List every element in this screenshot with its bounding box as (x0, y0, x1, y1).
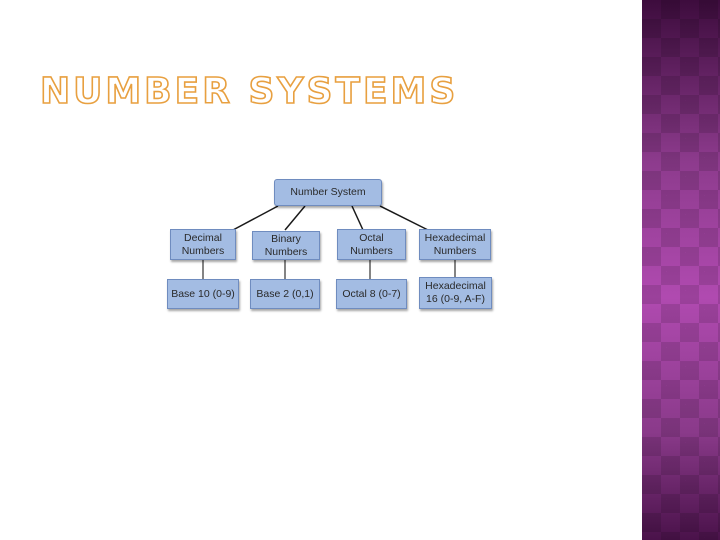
slide-title: NUMBER SYSTEMS (39, 71, 459, 112)
node-base-2: Base 2 (0,1) (250, 279, 320, 309)
node-decimal-numbers: Decimal Numbers (170, 229, 236, 260)
node-base-10: Base 10 (0-9) (167, 279, 239, 309)
connector-root-hexadecimal (379, 205, 429, 231)
node-hexadecimal-16: Hexadecimal 16 (0-9, A-F) (419, 277, 492, 309)
node-binary-numbers: Binary Numbers (252, 231, 320, 260)
decorative-side-panel (642, 0, 720, 540)
node-number-system: Number System (274, 179, 382, 206)
node-octal-8: Octal 8 (0-7) (336, 279, 407, 309)
connector-root-binary (284, 205, 306, 231)
connector-root-octal (351, 205, 364, 231)
connector-root-decimal (232, 205, 279, 231)
node-hexadecimal-numbers: Hexadecimal Numbers (419, 229, 491, 260)
node-octal-numbers: Octal Numbers (337, 229, 406, 260)
